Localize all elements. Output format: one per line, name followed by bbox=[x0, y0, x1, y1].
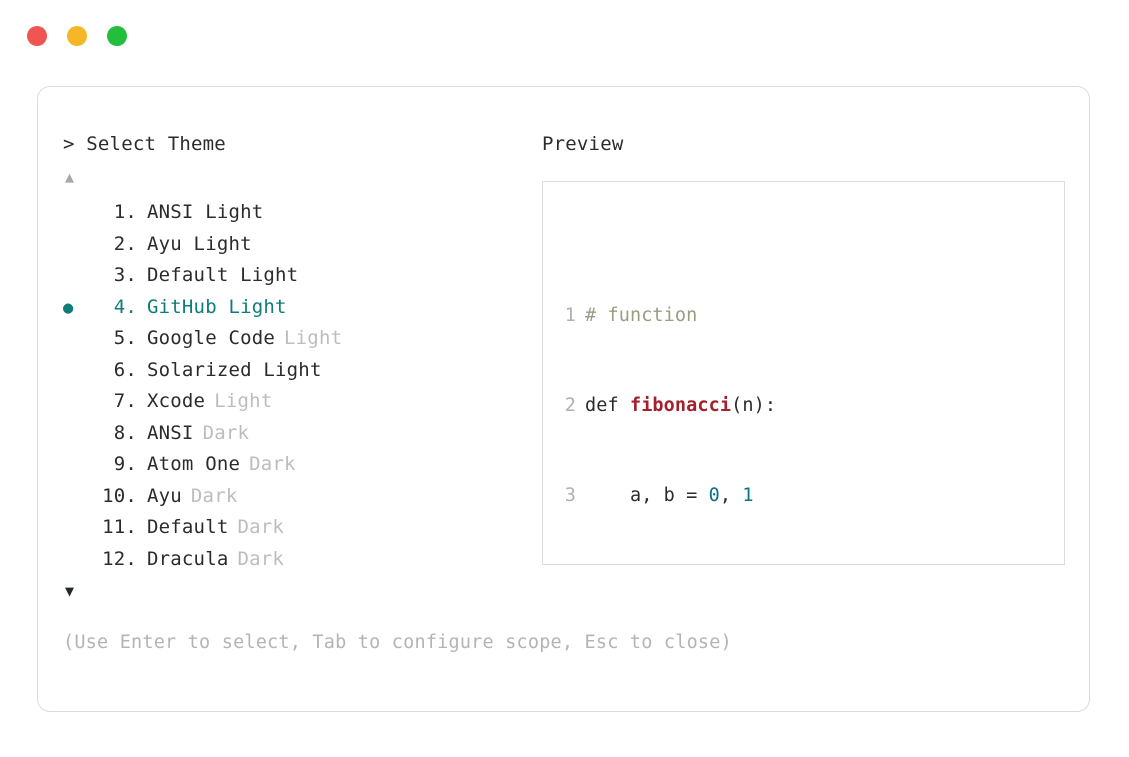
list-item-label: Ayu Light bbox=[147, 232, 252, 255]
list-item-index: 7. bbox=[113, 390, 137, 412]
scroll-up-arrow-icon[interactable]: ▲ bbox=[65, 168, 75, 186]
traffic-light-group bbox=[27, 26, 127, 46]
list-item-variant: Light bbox=[284, 327, 343, 349]
window-titlebar bbox=[0, 0, 1129, 84]
list-item-label: Default bbox=[147, 516, 229, 538]
list-item-index: 9. bbox=[113, 453, 137, 475]
code-line: 2 def fibonacci(n): bbox=[543, 391, 1064, 421]
theme-selector-panel: > Select Theme ▲ 1. ANSI Light 2. Ayu Li… bbox=[63, 131, 533, 603]
list-item[interactable]: 11. Default Dark bbox=[63, 512, 533, 544]
minimize-window-icon[interactable] bbox=[67, 26, 87, 46]
list-item-label: Google Code bbox=[147, 327, 276, 349]
list-item-index: 11. bbox=[102, 516, 137, 538]
theme-picker-card: > Select Theme ▲ 1. ANSI Light 2. Ayu Li… bbox=[37, 86, 1090, 712]
preview-code-box: 1 # function 2 def fibonacci(n): 3 a, b … bbox=[542, 181, 1065, 565]
list-item-variant: Light bbox=[214, 390, 273, 412]
list-item[interactable]: 6. Solarized Light bbox=[63, 355, 533, 387]
list-item-variant: Dark bbox=[202, 421, 250, 444]
list-item[interactable]: 10. Ayu Dark bbox=[63, 481, 533, 513]
list-item-label: Dracula bbox=[147, 547, 229, 570]
code-line-content: # function bbox=[585, 301, 697, 331]
list-item-variant: Dark bbox=[237, 516, 285, 538]
code-token: , bbox=[719, 485, 743, 506]
keyboard-hint-text: (Use Enter to select, Tab to configure s… bbox=[63, 632, 732, 653]
code-line-content: a, b = 0, 1 bbox=[585, 481, 754, 511]
list-item[interactable]: 12. Dracula Dark bbox=[63, 544, 533, 576]
list-item-index: 5. bbox=[113, 327, 137, 349]
list-item[interactable]: 9. Atom One Dark bbox=[63, 449, 533, 481]
list-item-index: 4. bbox=[113, 295, 137, 318]
code-token: def bbox=[585, 395, 630, 416]
list-item-label: ANSI Light bbox=[147, 201, 264, 223]
list-item-label: ANSI bbox=[147, 421, 194, 444]
list-item-index: 8. bbox=[113, 421, 137, 444]
list-item-variant: Dark bbox=[249, 453, 296, 475]
code-token: (n): bbox=[731, 395, 777, 416]
list-item[interactable]: 5. Google Code Light bbox=[63, 323, 533, 355]
scroll-down-arrow-icon[interactable]: ▼ bbox=[65, 582, 75, 600]
list-item-index: 2. bbox=[113, 232, 137, 255]
preview-panel: Preview 1 # function 2 def fibonacci(n):… bbox=[542, 131, 1067, 565]
close-window-icon[interactable] bbox=[27, 26, 47, 46]
code-block: 1 # function 2 def fibonacci(n): 3 a, b … bbox=[543, 211, 1064, 564]
list-item-label: Atom One bbox=[147, 453, 241, 475]
list-item-label: Ayu bbox=[147, 484, 182, 507]
list-item[interactable]: 3. Default Light bbox=[63, 260, 533, 292]
list-item-index: 10. bbox=[102, 484, 137, 507]
list-item-variant: Dark bbox=[190, 484, 238, 507]
line-number: 2 bbox=[564, 395, 576, 416]
list-item-selected[interactable]: ● 4. GitHub Light bbox=[63, 292, 533, 324]
code-token: 1 bbox=[742, 485, 754, 506]
line-number: 1 bbox=[564, 305, 576, 326]
list-item-label: Solarized Light bbox=[147, 358, 322, 381]
zoom-window-icon[interactable] bbox=[107, 26, 127, 46]
selection-bullet-icon: ● bbox=[63, 297, 74, 318]
prompt-marker: > bbox=[63, 133, 75, 155]
line-number: 3 bbox=[564, 485, 576, 506]
list-item-variant: Dark bbox=[237, 547, 285, 570]
code-line: 3 a, b = 0, 1 bbox=[543, 481, 1064, 511]
list-item-label: Default Light bbox=[147, 264, 299, 286]
code-token: # function bbox=[585, 305, 698, 326]
code-token: fibonacci bbox=[629, 395, 732, 416]
page-title-label: Select Theme bbox=[86, 133, 226, 155]
list-item-label: Xcode bbox=[147, 390, 206, 412]
list-item-index: 12. bbox=[102, 547, 137, 570]
list-item-label: GitHub Light bbox=[147, 295, 287, 318]
list-item-index: 1. bbox=[113, 201, 137, 223]
list-item[interactable]: 7. Xcode Light bbox=[63, 386, 533, 418]
code-token: 0 bbox=[708, 485, 720, 506]
theme-list: 1. ANSI Light 2. Ayu Light 3. Default Li… bbox=[63, 197, 533, 575]
list-item-index: 3. bbox=[113, 264, 137, 286]
code-line: 1 # function bbox=[543, 301, 1064, 331]
list-item[interactable]: 8. ANSI Dark bbox=[63, 418, 533, 450]
list-item[interactable]: 2. Ayu Light bbox=[63, 229, 533, 261]
list-item[interactable]: 1. ANSI Light bbox=[63, 197, 533, 229]
page-title: > Select Theme bbox=[63, 131, 533, 157]
code-token: a, b = bbox=[585, 485, 709, 506]
list-item-index: 6. bbox=[113, 358, 137, 381]
preview-label: Preview bbox=[542, 133, 624, 155]
code-line-content: def fibonacci(n): bbox=[585, 391, 776, 421]
